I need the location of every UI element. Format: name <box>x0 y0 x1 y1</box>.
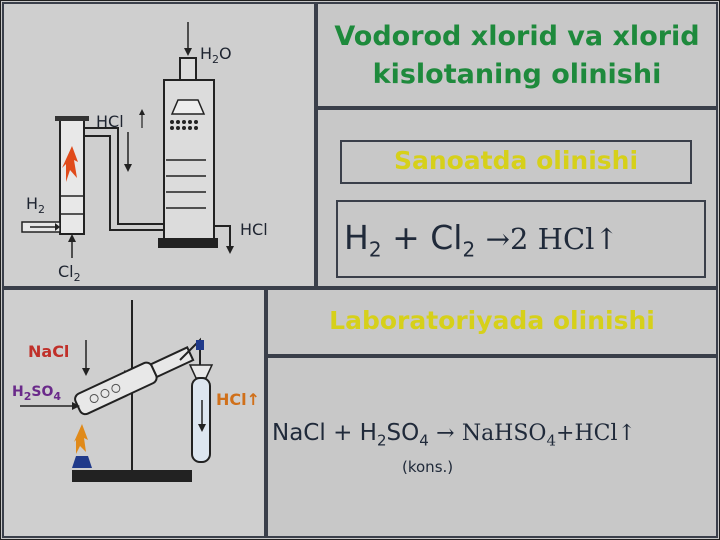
label-water: H2O <box>200 44 232 67</box>
label-h2so4: H2SO4 <box>12 384 62 403</box>
flame-icon <box>62 146 78 182</box>
industrial-equation: H2 + Cl2 →2 HCl↑ <box>344 218 619 262</box>
page-title: Vodorod xlorid va xlorid kislotaning oli… <box>334 21 700 90</box>
industrial-heading-box <box>340 140 692 184</box>
laboratory-diagram-panel <box>2 288 266 538</box>
laboratory-heading-panel <box>266 288 718 356</box>
label-hcl-lab: HCl↑ <box>216 390 261 409</box>
label-hydrogen: H2 <box>26 194 46 217</box>
laboratory-heading: Laboratoriyada olinishi <box>329 306 655 335</box>
title-panel <box>316 2 718 108</box>
industrial-panel <box>316 108 718 288</box>
laboratory-equation-panel <box>266 356 718 538</box>
concentrated-note: (kons.) <box>402 458 454 476</box>
label-hcl-up: HCl <box>96 112 124 131</box>
industrial-equation-box <box>336 200 706 278</box>
label-nacl: NaCl <box>28 342 70 361</box>
industrial-heading: Sanoatda olinishi <box>393 146 639 175</box>
laboratory-equation: NaCl + H2SO4 → NaHSO4+HCl↑ <box>272 420 636 450</box>
flame-icon <box>74 424 88 454</box>
label-chlorine: Cl2 <box>58 262 81 285</box>
label-hcl-out: HCl <box>240 220 268 239</box>
